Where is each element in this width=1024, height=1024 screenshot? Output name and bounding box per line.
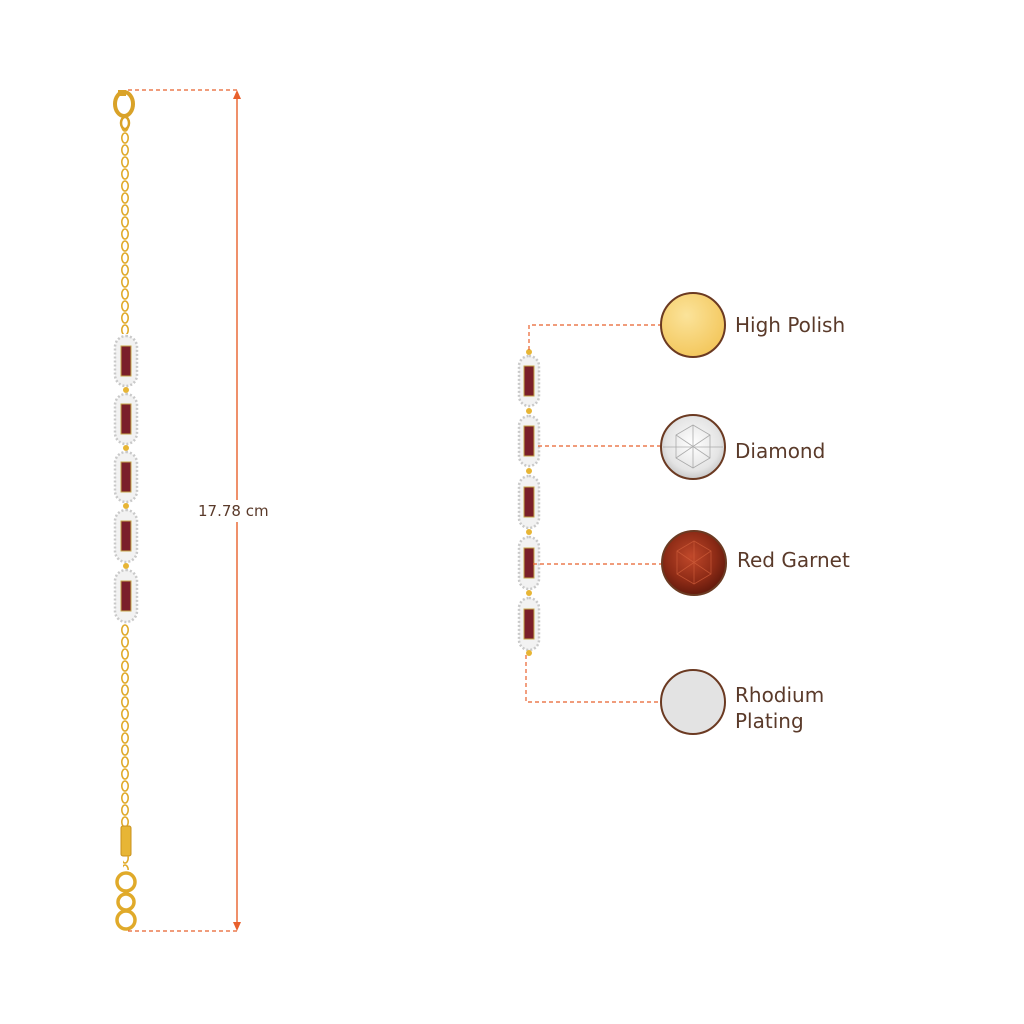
material-swatches	[660, 292, 727, 735]
end-tag	[120, 825, 132, 857]
link-5	[113, 568, 139, 624]
link-3	[113, 450, 139, 504]
high-polish-label: High Polish	[735, 313, 846, 337]
chain-lower	[121, 624, 131, 828]
detail-link-2	[517, 414, 541, 468]
detail-link-5	[517, 596, 541, 652]
link-4	[113, 508, 139, 564]
lobster-clasp	[113, 90, 135, 131]
length-label: 17.78 cm	[196, 500, 271, 522]
chain-upper	[121, 128, 131, 334]
rhodium-plating-label: Rhodium Plating	[735, 682, 895, 734]
bracelet-detail-view	[517, 349, 541, 656]
red-garnet-swatch	[661, 530, 727, 596]
high-polish-swatch	[660, 292, 726, 358]
callout-rhodium	[525, 655, 661, 703]
callout-high-polish	[528, 324, 661, 350]
extension-rings	[115, 871, 137, 931]
link-1	[113, 334, 139, 388]
detail-link-4	[517, 535, 541, 591]
rhodium-swatch	[660, 669, 726, 735]
link-row	[113, 334, 139, 624]
link-2	[113, 392, 139, 446]
rhodium-label-line2: Plating	[735, 709, 804, 733]
callout-lines	[525, 324, 662, 703]
detail-link-3	[517, 474, 541, 530]
rhodium-label-line1: Rhodium	[735, 683, 825, 707]
bracelet-full-view	[113, 90, 139, 931]
detail-link-1	[517, 354, 541, 408]
diamond-swatch	[660, 414, 726, 480]
red-garnet-label: Red Garnet	[737, 548, 850, 572]
diamond-label: Diamond	[735, 439, 826, 463]
